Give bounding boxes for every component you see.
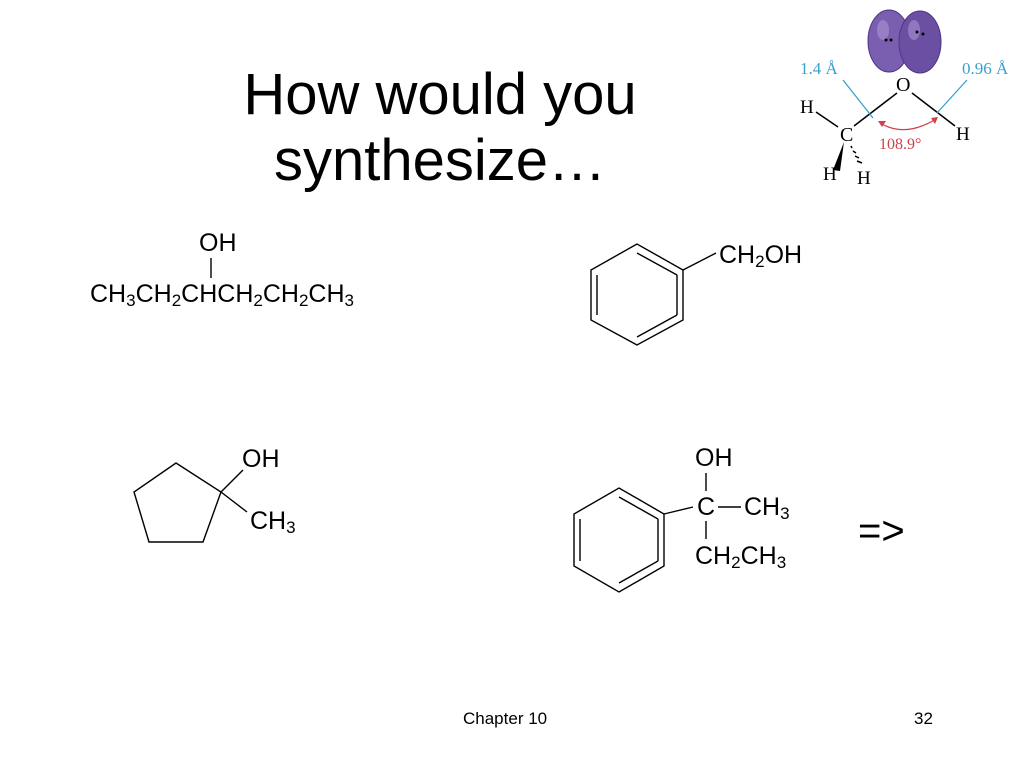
m1-chain-sub: 2 [171, 291, 182, 310]
next-slide-arrow[interactable]: => [858, 509, 905, 553]
fig-hydrogen-label: H [800, 97, 814, 118]
m2-ch2oh-label: CH2OH [719, 241, 803, 271]
fig-carbon-label: C [840, 124, 854, 146]
m2-label-sub: 2 [755, 252, 765, 271]
m2-benzene-ring [590, 243, 717, 346]
m1-chain-sub: 2 [298, 291, 309, 310]
fig-hydrogen-label: H [823, 164, 837, 185]
m4-label-part: CH [744, 493, 781, 521]
page-number: 32 [914, 709, 933, 728]
m1-chain-part: CH [308, 280, 345, 308]
fig-co-bond-length: 1.4 Å [800, 59, 838, 78]
fig-hydrogen-label: H [857, 168, 871, 189]
m1-hydroxyl-label: OH [199, 229, 237, 257]
m1-chain-part: CH [262, 280, 299, 308]
m1-chain-sub: 3 [344, 291, 354, 310]
m4-label-sub: 3 [776, 553, 787, 572]
title-line-2: synthesize… [273, 128, 607, 193]
m4-label-part: CH [695, 542, 732, 570]
m2-label-part: CH [719, 241, 756, 269]
m4-methyl-label: CH3 [744, 493, 790, 523]
m3-methyl-label: CH3 [250, 507, 296, 537]
m3-hydroxyl-label: OH [242, 445, 280, 473]
fig-hydrogen-label: H [956, 124, 970, 145]
m1-chain-part: CHCH [181, 280, 254, 308]
lone-pair-lobe-right [898, 10, 942, 74]
m4-label-sub: 3 [780, 504, 790, 523]
footer-chapter: Chapter 10 [463, 709, 548, 728]
m1-chain-sub: 3 [126, 291, 136, 310]
fig-oxygen-label: O [896, 74, 911, 96]
m4-hydroxyl-label: OH [695, 444, 733, 472]
m4-label-sub: 2 [731, 553, 741, 572]
title-line-1: How would you [243, 62, 637, 127]
slide-title: How would you synthesize… [170, 62, 710, 194]
m1-chain-part: CH [90, 280, 127, 308]
m1-chain-sub: 2 [253, 291, 263, 310]
m4-ethyl-label: CH2CH3 [695, 542, 787, 572]
m3-cyclopentane-ring [133, 462, 248, 543]
m3-label-sub: 3 [286, 518, 296, 537]
m4-carbon-label: C [697, 493, 716, 521]
methanol-orbital-figure [815, 9, 968, 171]
m1-chain-part: CH [135, 280, 172, 308]
fig-oh-bond-length: 0.96 Å [962, 59, 1009, 78]
m2-label-part: OH [764, 241, 803, 269]
m1-carbon-chain: CH3CH2CHCH2CH2CH3 [90, 280, 354, 310]
fig-bond-angle: 108.9° [879, 136, 922, 153]
m4-label-part: CH [740, 542, 777, 570]
m3-label-part: CH [250, 507, 287, 535]
m4-benzene-ring [573, 487, 694, 593]
